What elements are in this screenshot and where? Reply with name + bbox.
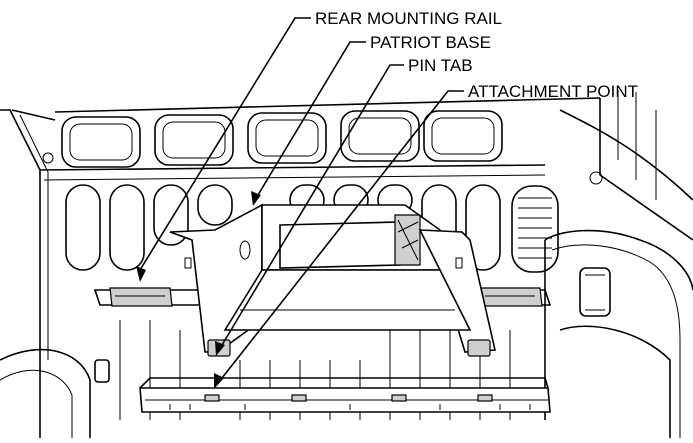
arrow-pin-tab [215,341,225,356]
rear-mounting-rail-lower [139,377,551,413]
callout-patriot-base-text: PATRIOT BASE [370,33,491,52]
callout-rear-mounting-rail-text: REAR MOUNTING RAIL [315,9,502,28]
leader-pin-tab [221,64,404,346]
truck-bed-body [0,90,693,438]
wheel-well [544,229,693,438]
cab-wall-recesses [61,110,503,168]
callout-pin-tab-text: PIN TAB [408,56,473,75]
leader-attachment-point [221,90,464,379]
left-wheel-well [0,348,110,438]
leader-lines [136,17,464,389]
patriot-base [169,203,496,357]
arrow-attachment-point [214,373,224,389]
arrow-rear-mounting-rail [136,266,146,282]
arrow-patriot-base [251,191,261,206]
callout-attachment-point-text: ATTACHMENT POINT [468,82,638,101]
leader-rear-mounting-rail [139,17,311,271]
leader-patriot-base [257,41,366,196]
